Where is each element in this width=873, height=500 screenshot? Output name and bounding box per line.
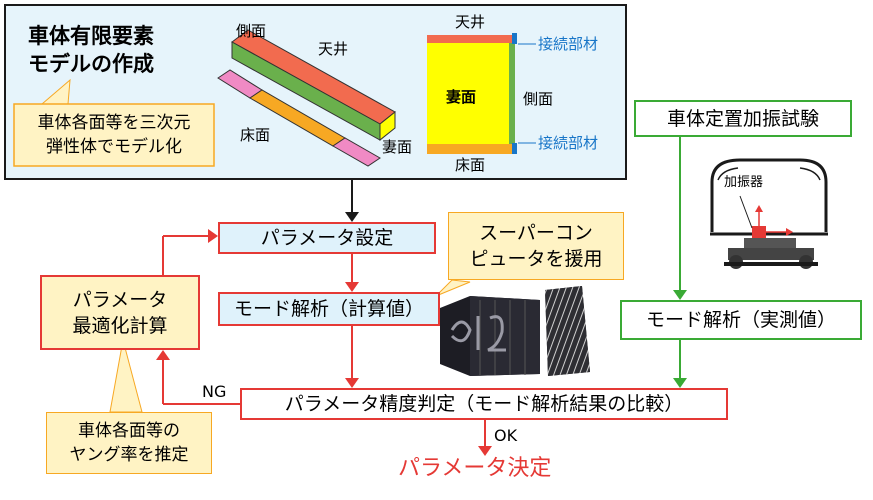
- arrowhead-judge: [345, 378, 359, 388]
- ng-label: NG: [202, 382, 227, 401]
- section-end-label: 妻面: [446, 88, 477, 106]
- supercomputer-image: [440, 286, 590, 376]
- judge-box: パラメータ精度判定（モード解析結果の比較）: [240, 388, 728, 420]
- optimize-line2: 最適化計算: [72, 314, 168, 337]
- floor-pink-right: [332, 137, 381, 167]
- model-floor-label: 床面: [240, 126, 271, 144]
- optimize-box: パラメータ 最適化計算: [40, 275, 200, 350]
- end-panel-3d: [379, 110, 396, 142]
- modal-measured-box: モード解析（実測値）: [620, 300, 862, 340]
- ok-label: OK: [494, 426, 518, 445]
- section-side-label: 側面: [523, 90, 554, 108]
- young-note-line1: 車体各面等の: [78, 421, 180, 441]
- supercomputer-note-pointer: [435, 279, 471, 297]
- experiment-title-box: 車体定置加振試験: [634, 100, 852, 137]
- fe-model-callout: 車体各面等を三次元 弾性体でモデル化: [14, 104, 214, 166]
- modal-calc-box: モード解析（計算値）: [218, 292, 440, 326]
- callout-border: [13, 103, 215, 167]
- fe-model-callout-line2: 弾性体でモデル化: [46, 137, 182, 157]
- young-note-line2: ヤング率を推定: [69, 445, 189, 465]
- railcar-section-image: [710, 158, 828, 269]
- supercomputer-note: スーパーコン ピュータを援用: [448, 212, 624, 280]
- section-end: [427, 43, 509, 144]
- fe-model-title-line1: 車体有限要素: [28, 24, 154, 48]
- optimize-line1: パラメータ: [72, 288, 168, 311]
- joint-top: [512, 33, 517, 44]
- arrowhead-optimize: [156, 350, 170, 360]
- model-end-label: 妻面: [382, 138, 413, 156]
- joint-bottom-label: 接続部材: [538, 134, 599, 152]
- arrowhead-param: [208, 229, 218, 243]
- young-note: 車体各面等の ヤング率を推定: [46, 412, 212, 474]
- param-setting-box: パラメータ設定: [218, 222, 436, 254]
- joint-top-label: 接続部材: [538, 35, 599, 53]
- callout-pointer: [40, 78, 71, 105]
- arrowhead-final: [478, 446, 492, 456]
- section-floor-label: 床面: [455, 156, 486, 174]
- roof-panel: [231, 29, 396, 125]
- fe-model-callout-line1: 車体各面等を三次元: [37, 113, 191, 133]
- model-roof-label: 天井: [318, 40, 349, 58]
- shaker-label: 加振器: [724, 175, 764, 190]
- arrowhead-modal: [345, 282, 359, 292]
- young-note-pointer: [109, 339, 143, 413]
- supercomputer-note-line1: スーパーコン: [479, 222, 593, 244]
- arrowhead-measured: [673, 290, 687, 300]
- section-side: [509, 43, 515, 144]
- supercomputer-note-line2: ピュータを援用: [469, 248, 603, 270]
- section-roof: [427, 35, 515, 43]
- final-decision: パラメータ決定: [398, 456, 552, 481]
- section-floor: [427, 144, 515, 154]
- model-side-label: 側面: [236, 22, 267, 40]
- fe-model-title-line2: モデルの作成: [28, 52, 154, 76]
- arrowhead-judge-green: [673, 378, 687, 388]
- joint-bottom: [512, 143, 517, 154]
- arrowhead-panel: [345, 212, 359, 222]
- section-roof-label: 天井: [455, 13, 486, 31]
- shaker-block: [752, 226, 766, 238]
